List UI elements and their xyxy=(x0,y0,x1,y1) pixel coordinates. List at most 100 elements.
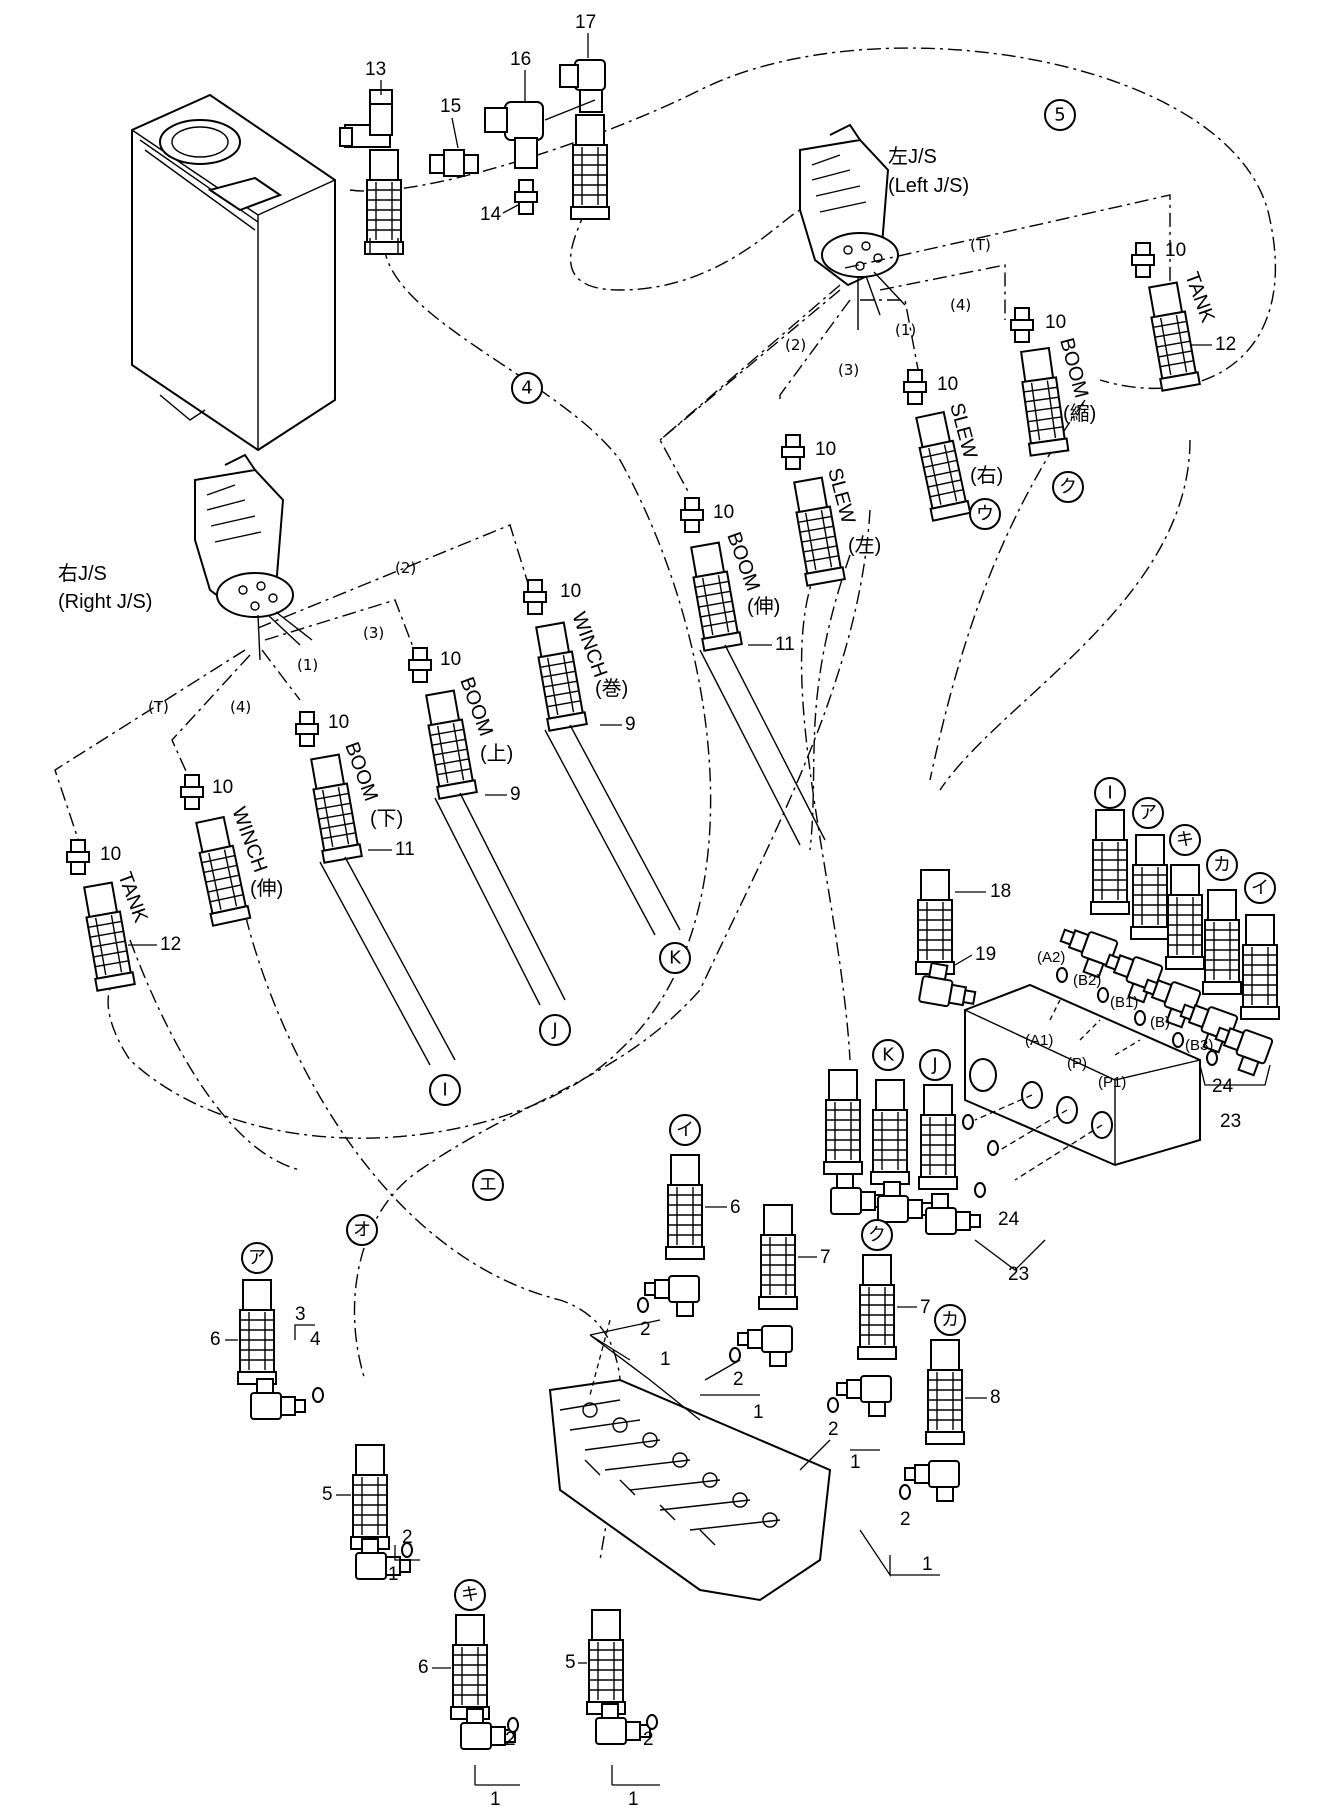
o-ring-b3 xyxy=(1206,1050,1218,1066)
circle-marker-ki-manifold: キ xyxy=(1169,824,1201,856)
o-ring-5-right xyxy=(646,1714,658,1730)
part-10-j: 10 xyxy=(100,844,121,865)
hose-boom-shrink xyxy=(1015,346,1070,457)
svg-text:ア: ア xyxy=(248,1248,266,1269)
hose-5-right xyxy=(586,1609,626,1715)
circle-marker-i-valve: イ xyxy=(669,1114,701,1146)
circle-marker-ku-valve: ク xyxy=(861,1219,893,1251)
hose-6-ki xyxy=(450,1614,490,1720)
hose-routes xyxy=(54,47,1277,1561)
svg-text:キ: キ xyxy=(461,1585,479,1606)
fitting-10-boom-extend xyxy=(680,497,704,533)
line-marker-3-right: (3) xyxy=(363,624,384,642)
part-2-f: 2 xyxy=(505,1729,516,1750)
svg-text:エ: エ xyxy=(479,1175,497,1196)
svg-text:I: I xyxy=(1107,783,1112,804)
o-ring-i xyxy=(637,1297,649,1313)
part-2-a: 2 xyxy=(640,1319,651,1340)
circle-marker-ki-valve: キ xyxy=(454,1579,486,1611)
part-5-left: 5 xyxy=(322,1484,333,1505)
fitting-10-slew-right xyxy=(903,369,927,405)
label-extend-winch: (伸) xyxy=(250,877,283,900)
part-12-right: 12 xyxy=(160,934,181,955)
part-2-e: 2 xyxy=(402,1527,413,1548)
fitting-10-tank-right xyxy=(66,839,90,875)
part-2-g: 2 xyxy=(643,1729,654,1750)
hose-6-i xyxy=(665,1154,705,1260)
circle-marker-i-manifold: イ xyxy=(1244,872,1276,904)
part-23-a: 23 xyxy=(1220,1111,1241,1132)
part-6-i: 6 xyxy=(730,1197,741,1218)
port-b2: (B2) xyxy=(1073,972,1101,989)
part-2-c: 2 xyxy=(828,1419,839,1440)
left-joystick xyxy=(799,123,906,330)
part-2-d: 2 xyxy=(900,1509,911,1530)
circle-marker-J-manifold: J xyxy=(919,1049,951,1081)
hose-8-ka xyxy=(925,1339,965,1445)
part-number-labels: 17 16 13 15 14 10 10 10 10 10 10 10 10 1… xyxy=(100,12,1241,1810)
right-joystick-label-jp: 右J/S xyxy=(58,562,107,585)
part-1-e: 1 xyxy=(388,1564,399,1585)
elbow-7-a xyxy=(737,1325,793,1367)
svg-text:オ: オ xyxy=(353,1220,371,1241)
hose-17 xyxy=(570,114,610,220)
o-ring-7-a xyxy=(729,1347,741,1363)
part-15: 15 xyxy=(440,96,461,117)
fitting-10-winch-wind xyxy=(523,579,547,615)
fitting-14 xyxy=(514,179,538,215)
fitting-13 xyxy=(339,89,393,148)
label-wind: (巻) xyxy=(595,677,628,700)
manifold-block xyxy=(964,983,1201,1167)
hose-ka-manifold xyxy=(1202,889,1242,995)
hose-J-manifold xyxy=(918,1084,958,1190)
hose-7-a xyxy=(758,1204,798,1310)
circle-marker-ka-manifold: カ xyxy=(1206,849,1238,881)
line-marker-4-left: (4) xyxy=(950,296,971,314)
hose-18 xyxy=(915,869,955,975)
port-a1: (A1) xyxy=(1025,1032,1053,1049)
circle-marker-ku-top: ク xyxy=(1052,471,1084,503)
line-marker-2-right: (2) xyxy=(395,559,416,577)
part-11-top: 11 xyxy=(775,634,795,655)
svg-text:カ: カ xyxy=(941,1310,959,1331)
o-ring-a2 xyxy=(1056,967,1068,983)
part-19: 19 xyxy=(975,944,996,965)
part-17: 17 xyxy=(575,12,596,33)
svg-text:5: 5 xyxy=(1054,105,1065,126)
part-10-g: 10 xyxy=(440,649,461,670)
port-a2: (A2) xyxy=(1037,949,1065,966)
part-5-right: 5 xyxy=(565,1652,576,1673)
fitting-16-tee xyxy=(484,101,544,169)
circle-marker-J-top: J xyxy=(539,1014,571,1046)
fitting-17 xyxy=(559,59,606,113)
svg-text:4: 4 xyxy=(521,378,532,399)
svg-text:イ: イ xyxy=(676,1120,694,1141)
part-10-c: 10 xyxy=(937,374,958,395)
circle-marker-4: 4 xyxy=(511,372,543,404)
line-marker-3-left: (3) xyxy=(838,361,859,379)
part-10-a: 10 xyxy=(1165,240,1186,261)
hose-9-boom-up xyxy=(420,688,566,1006)
part-10-h: 10 xyxy=(328,712,349,733)
part-4: 4 xyxy=(310,1329,321,1350)
fitting-15 xyxy=(429,149,479,177)
right-joystick xyxy=(194,453,313,661)
circle-marker-K-manifold: K xyxy=(872,1039,904,1071)
port-b: (B) xyxy=(1150,1014,1170,1031)
line-marker-T-left: (T) xyxy=(970,236,991,254)
part-7-a: 7 xyxy=(820,1247,831,1268)
svg-text:I: I xyxy=(442,1080,447,1101)
part-24-a: 24 xyxy=(1212,1076,1234,1097)
o-ring-m2 xyxy=(987,1140,999,1156)
o-ring-6-ki xyxy=(507,1717,519,1733)
fitting-10-boom-shrink xyxy=(1010,307,1034,343)
part-1-f: 1 xyxy=(490,1789,501,1810)
circle-marker-5: 5 xyxy=(1044,99,1076,131)
o-ring-a-left xyxy=(312,1387,324,1403)
svg-text:J: J xyxy=(931,1055,937,1076)
part-1-a: 1 xyxy=(660,1349,671,1370)
elbow-manifold-3 xyxy=(925,1193,981,1235)
part-3: 3 xyxy=(295,1304,306,1325)
svg-text:ク: ク xyxy=(1059,477,1077,498)
